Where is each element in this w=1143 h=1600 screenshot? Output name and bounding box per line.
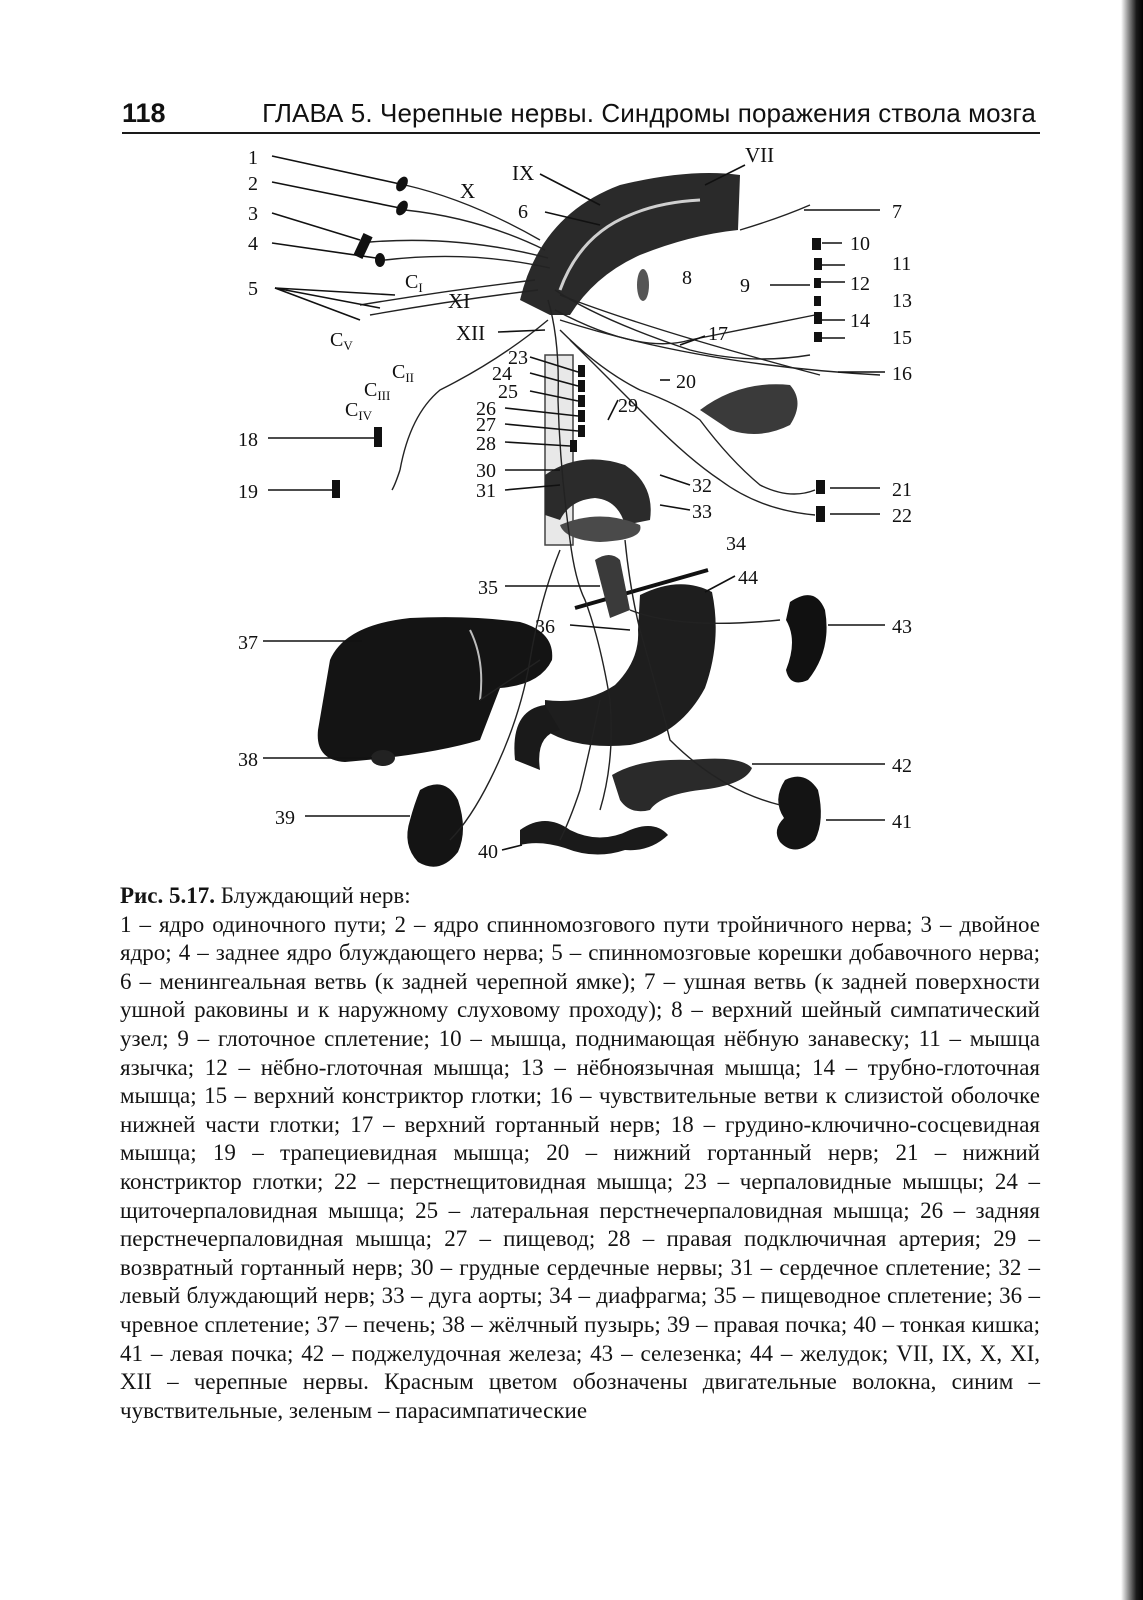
fig-label-6: 6 [518,201,528,223]
fig-label-c4: CIV [345,399,373,423]
fig-label-9: 9 [740,275,750,297]
page-number: 118 [122,98,166,128]
fig-label-30: 30 [476,460,496,482]
brainstem-highlight [558,198,701,291]
fig-label-25: 25 [498,381,518,403]
markers [332,176,825,522]
fig-label-44: 44 [738,567,758,589]
fig-label-17: 17 [708,323,728,345]
fig-label-21: 21 [892,479,912,501]
duodenum-shape [514,705,560,770]
fig-label-38: 38 [238,749,258,771]
aortic-arch-shape [545,459,651,525]
fig-label-33: 33 [692,501,712,523]
sympathetic-ganglion-shape [637,269,649,301]
gallbladder-shape [371,750,395,766]
fig-label-31: 31 [476,480,496,502]
vagus-nerve-figure: 1 2 3 4 5 6 7 8 9 10 11 12 13 14 15 16 1… [0,140,1143,880]
stomach-shape [545,584,716,746]
fig-label-15: 15 [892,327,912,349]
caption-title: Рис. 5.17. Блуждающий нерв: [120,882,1040,911]
pharynx-shape [700,384,798,434]
liver-shape [317,617,553,762]
right-kidney-shape [407,784,463,867]
diaphragm-line [574,568,709,610]
fig-label-37: 37 [238,632,258,654]
fig-label-2: 2 [248,173,258,195]
fig-label-XI: XI [448,289,470,313]
fig-label-10: 10 [850,233,870,255]
spleen-shape [786,595,827,683]
esophagus-lower [595,555,630,618]
fig-label-11: 11 [892,253,911,275]
fig-label-X: X [460,179,475,203]
fig-label-5: 5 [248,278,258,300]
liver-lobe-line [469,629,483,701]
fig-label-36: 36 [535,616,555,638]
figure-illustration: 1 2 3 4 5 6 7 8 9 10 11 12 13 14 15 16 1… [238,143,912,867]
page-header: 118 ГЛАВА 5. Черепные нервы. Синдромы по… [122,98,1040,134]
fig-label-22: 22 [892,505,912,527]
fig-label-XII: XII [456,321,485,345]
heart-plexus-shape [560,516,641,542]
caption-figure-ref: Рис. 5.17. [120,883,216,908]
caption-body: 1 – ядро одиночного пути; 2 – ядро спинн… [120,911,1040,1423]
fig-label-20: 20 [676,371,696,393]
page-edge-shadow [1121,0,1143,1600]
fig-label-35: 35 [478,577,498,599]
fig-label-IX: IX [512,161,534,185]
fig-label-3: 3 [248,203,258,225]
fig-label-16: 16 [892,363,912,385]
small-intestine-shape [520,821,668,855]
fig-label-28: 28 [476,433,496,455]
fig-label-41: 41 [892,811,912,833]
fig-label-4: 4 [248,233,258,255]
fig-label-c3: CIII [364,379,390,403]
fig-label-c2: CII [392,361,414,385]
brainstem-shape [520,172,740,315]
caption-title-text: Блуждающий нерв: [215,883,411,908]
fig-label-26: 26 [476,398,496,420]
fig-label-40: 40 [478,841,498,863]
left-kidney-shape [776,776,821,850]
leader-lines [263,155,885,851]
fig-label-1: 1 [248,147,258,169]
running-head: ГЛАВА 5. Черепные нервы. Синдромы пораже… [262,98,1036,128]
fig-label-cv: CV [330,329,353,353]
fig-label-c1: CI [405,271,423,295]
fig-label-43: 43 [892,616,912,638]
fig-label-12: 12 [850,273,870,295]
fig-label-27: 27 [476,414,496,436]
fig-label-VII: VII [745,143,774,167]
fig-label-32: 32 [692,475,712,497]
fig-label-7: 7 [892,201,902,223]
fig-label-8: 8 [682,267,692,289]
fig-label-42: 42 [892,755,912,777]
fig-label-13: 13 [892,290,912,312]
nerve-fibers [359,184,881,841]
fig-label-18: 18 [238,429,258,451]
fig-label-23: 23 [508,347,528,369]
fig-label-14: 14 [850,310,870,332]
pancreas-shape [612,758,752,812]
fig-label-19: 19 [238,481,258,503]
fig-label-34: 34 [726,533,746,555]
fig-label-29: 29 [618,395,638,417]
fig-label-24: 24 [492,363,512,385]
fig-label-39: 39 [275,807,295,829]
figure-caption: Рис. 5.17. Блуждающий нерв: 1 – ядро оди… [120,882,1040,1425]
